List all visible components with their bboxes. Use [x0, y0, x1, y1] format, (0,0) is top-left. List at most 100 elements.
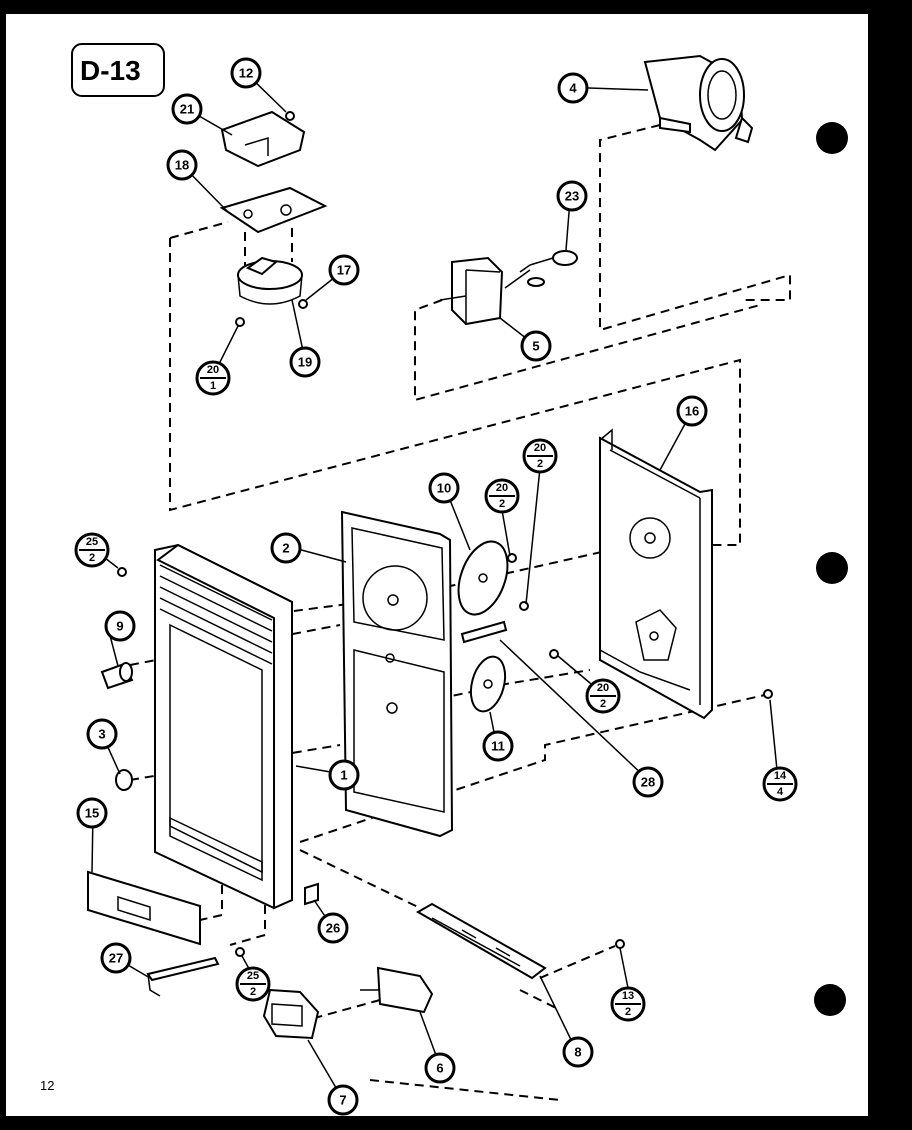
callout-27: 27: [100, 942, 132, 974]
callout-13-2: 13 2: [610, 986, 646, 1022]
callout-20-2-b: 20 2: [484, 478, 520, 514]
callout-21: 21: [171, 93, 203, 125]
callout-20-2-c-top: 20: [597, 682, 609, 694]
callout-18-label: 18: [175, 158, 189, 173]
part-1-front-cabinet: [154, 543, 293, 910]
part-13-screw: [615, 939, 625, 949]
callout-15-label: 15: [85, 806, 99, 821]
callout-11-label: 11: [491, 739, 505, 754]
part-15-nameplate: [87, 870, 201, 946]
part-26-clip: [304, 882, 319, 906]
callout-17-label: 17: [337, 263, 351, 278]
part-7-connector: [262, 988, 320, 1040]
callout-12-label: 12: [239, 66, 253, 81]
part-25-screw-a: [117, 567, 127, 577]
callout-4-label: 4: [569, 81, 577, 96]
callout-3-label: 3: [98, 727, 105, 742]
callout-9-label: 9: [116, 619, 123, 634]
callout-25-2-b-bottom: 2: [250, 986, 256, 998]
callout-9: 9: [104, 610, 136, 642]
page-label-box: D-13: [71, 43, 165, 97]
callout-16-label: 16: [685, 404, 699, 419]
callout-21-label: 21: [180, 102, 194, 117]
callout-25-2-b-top: 25: [247, 970, 259, 982]
part-9-knob: [100, 662, 134, 690]
callout-12: 12: [230, 57, 262, 89]
callout-5: 5: [520, 330, 552, 362]
part-11-disk: [469, 655, 507, 713]
callout-4: 4: [557, 72, 589, 104]
callout-2: 2: [270, 532, 302, 564]
callout-20-1: 20 1: [195, 360, 231, 396]
callout-20-2-a-top: 20: [534, 442, 546, 454]
callout-8-label: 8: [574, 1045, 581, 1060]
part-5-switch: [439, 256, 504, 326]
callout-5-label: 5: [532, 339, 539, 354]
callout-14-4-bottom: 4: [777, 786, 784, 798]
binder-hole-middle: [816, 552, 848, 584]
callout-20-2-b-bottom: 2: [499, 498, 505, 510]
part-20-screw-a: [235, 317, 245, 327]
page-label: D-13: [80, 55, 141, 86]
part-27-rod: [146, 956, 220, 997]
part-25-screw-b: [235, 947, 245, 957]
callout-20-2-a-bottom: 2: [537, 458, 543, 470]
callout-11: 11: [482, 730, 514, 762]
callout-18: 18: [166, 149, 198, 181]
callout-19: 19: [289, 346, 321, 378]
part-6-switch: [360, 966, 434, 1014]
part-21-bracket: [220, 110, 306, 168]
part-18-mounting-plate: [219, 186, 328, 234]
callout-13-2-bottom: 2: [625, 1006, 631, 1018]
callout-25-2-a-top: 25: [86, 536, 98, 548]
part-16-chassis: [599, 428, 713, 720]
callout-7: 7: [327, 1084, 359, 1116]
callout-25-2-a: 25 2: [74, 532, 110, 568]
callout-28-label: 28: [641, 775, 655, 790]
callout-6: 6: [424, 1052, 456, 1084]
callout-25-2-b: 25 2: [235, 966, 271, 1002]
part-10-disk: [457, 540, 509, 616]
callout-8: 8: [562, 1036, 594, 1068]
binder-hole-bottom: [814, 984, 846, 1016]
callout-14-4-top: 14: [774, 770, 787, 782]
callout-20-1-top: 20: [207, 364, 219, 376]
part-19-clamp-band: [237, 256, 303, 305]
callout-3: 3: [86, 718, 118, 750]
callout-23: 23: [556, 180, 588, 212]
callout-14-4: 14 4: [762, 766, 798, 802]
callout-26-label: 26: [326, 921, 340, 936]
callout-16: 16: [676, 395, 708, 427]
callout-27-label: 27: [109, 951, 123, 966]
callout-19-label: 19: [298, 355, 312, 370]
callout-25-2-a-bottom: 2: [89, 552, 95, 564]
part-23-wire-harness: [504, 250, 578, 289]
callout-26: 26: [317, 912, 349, 944]
callout-10: 10: [428, 472, 460, 504]
callout-20-2-b-top: 20: [496, 482, 508, 494]
part-17-screw: [298, 299, 308, 309]
callout-1: 1: [328, 759, 360, 791]
callout-20-1-bottom: 1: [210, 380, 216, 392]
callout-7-label: 7: [339, 1093, 346, 1108]
callout-2-label: 2: [282, 541, 289, 556]
part-4-motor: [643, 54, 754, 152]
callout-1-label: 1: [340, 768, 347, 783]
part-12-screw: [285, 111, 295, 121]
callout-10-label: 10: [437, 481, 451, 496]
part-20-screw-d: [549, 649, 559, 659]
part-2-back-panel: [340, 510, 454, 838]
binder-hole-top: [816, 122, 848, 154]
part-8-bracket: [415, 902, 547, 980]
part-14-screw: [763, 689, 773, 699]
callout-23-label: 23: [565, 189, 579, 204]
callout-15: 15: [76, 797, 108, 829]
callout-13-2-top: 13: [622, 990, 634, 1002]
part-28-shaft: [460, 620, 508, 644]
callout-28: 28: [632, 766, 664, 798]
part-3-knob: [115, 769, 133, 791]
callout-20-2-c: 20 2: [585, 678, 621, 714]
callout-20-2-a: 20 2: [522, 438, 558, 474]
